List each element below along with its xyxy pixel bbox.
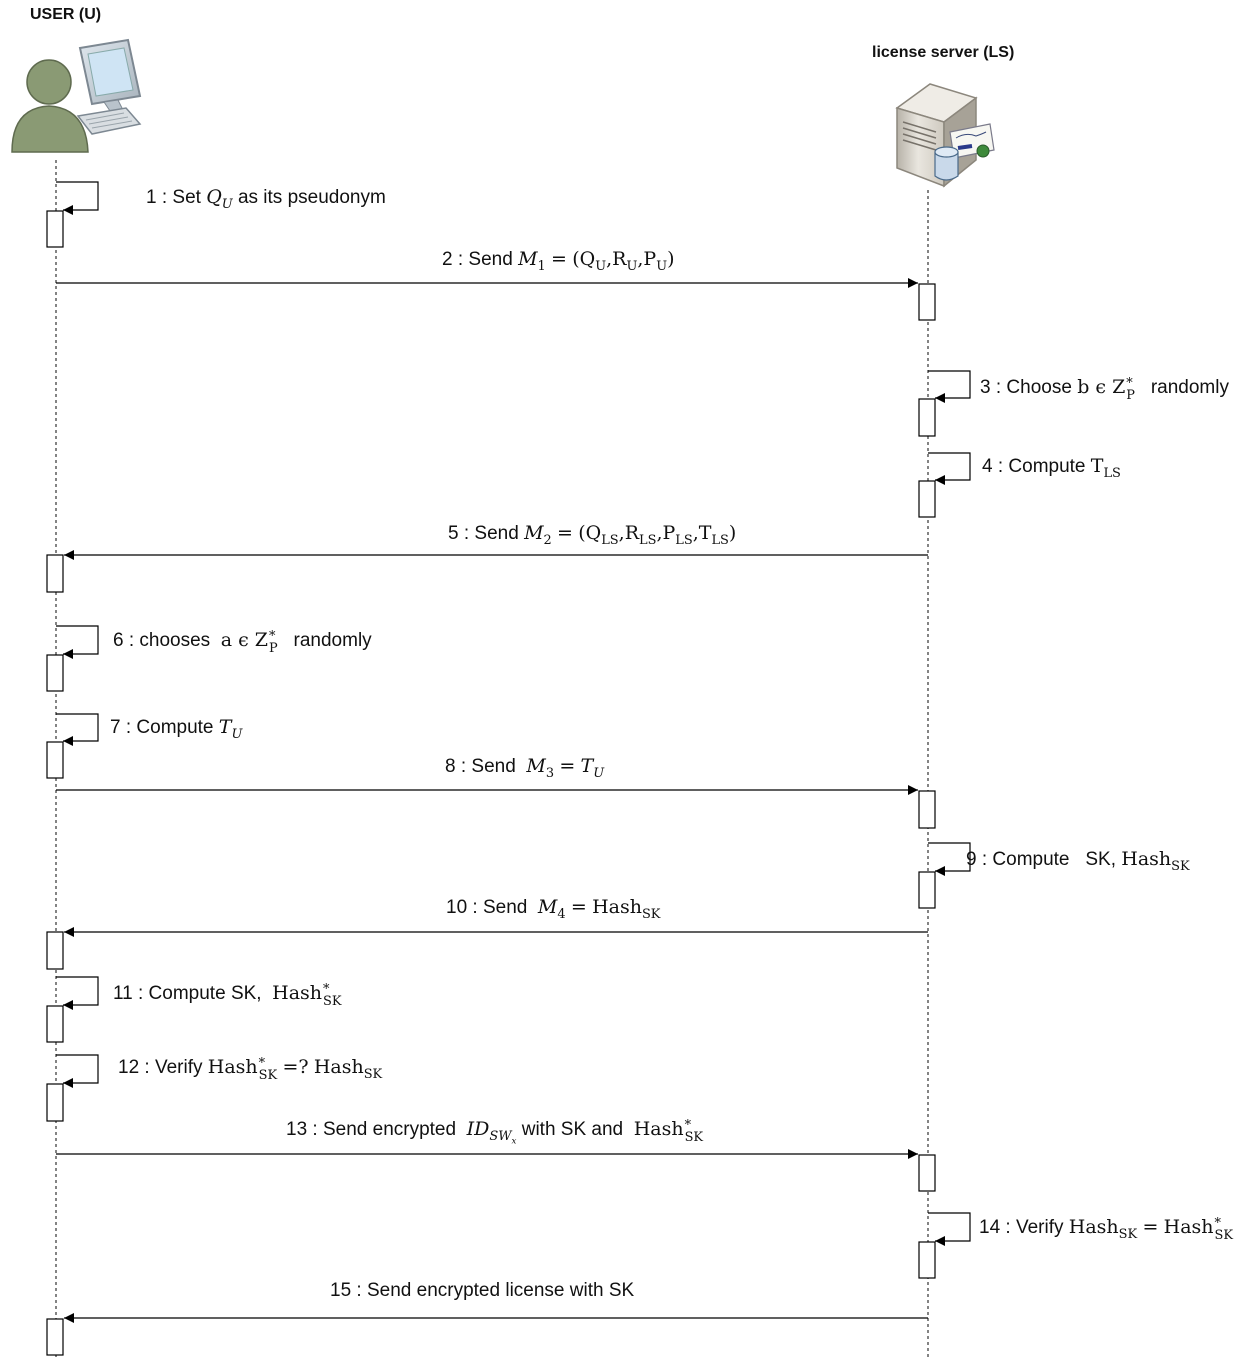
- message-12-label: 12 : Verify Hash*SK =? HashSK: [118, 1056, 382, 1080]
- server-activation: [919, 399, 935, 436]
- self-message-7-arrow: [56, 714, 98, 741]
- message-6-label: 6 : chooses a ϵ Z*P randomly: [113, 629, 372, 653]
- user-activation: [47, 655, 63, 691]
- user-activation: [47, 932, 63, 969]
- self-message-12-arrow: [56, 1055, 98, 1083]
- self-message-6-arrow: [56, 626, 98, 654]
- message-5-label: 5 : Send M2 = (QLS,RLS,PLS,TLS): [448, 522, 736, 545]
- self-message-9-arrow: [928, 843, 970, 871]
- server-actor-title: license server (LS): [872, 44, 1014, 62]
- message-9-label: 9 : Compute SK, HashSK: [966, 848, 1190, 871]
- message-10-label: 10 : Send M4 = HashSK: [446, 896, 660, 919]
- server-activation: [919, 872, 935, 908]
- message-3-label: 3 : Choose b ϵ Z*P randomly: [980, 376, 1229, 400]
- message-11-label: 11 : Compute SK, Hash*SK: [113, 982, 342, 1006]
- message-8-label: 8 : Send M3 = TU: [445, 755, 604, 778]
- server-activation: [919, 1242, 935, 1278]
- server-activation: [919, 481, 935, 517]
- user-activation: [47, 1319, 63, 1355]
- self-message-3-arrow: [928, 371, 970, 398]
- user-activation: [47, 1006, 63, 1042]
- message-7-label: 7 : Compute TU: [110, 716, 242, 739]
- user-activation: [47, 1084, 63, 1121]
- message-2-label: 2 : Send M1 = (QU,RU,PU): [442, 248, 675, 271]
- server-activation: [919, 1155, 935, 1191]
- self-message-1-arrow: [56, 182, 98, 210]
- message-4-label: 4 : Compute TLS: [982, 455, 1121, 478]
- user-actor-title: USER (U): [30, 6, 101, 24]
- user-computer-icon: [12, 40, 140, 152]
- self-message-14-arrow: [928, 1213, 970, 1241]
- self-message-11-arrow: [56, 977, 98, 1005]
- message-15-label: 15 : Send encrypted license with SK: [330, 1280, 634, 1302]
- message-13-label: 13 : Send encrypted IDSWx with SK and Ha…: [286, 1118, 703, 1142]
- self-message-4-arrow: [928, 453, 970, 480]
- user-activation: [47, 742, 63, 778]
- message-14-label: 14 : Verify HashSK = Hash*SK: [979, 1216, 1233, 1240]
- message-1-label: 1 : Set QU as its pseudonym: [146, 186, 386, 209]
- user-activation: [47, 555, 63, 592]
- server-activation: [919, 284, 935, 320]
- server-certificate-icon: [897, 84, 994, 186]
- user-activation: [47, 211, 63, 247]
- server-activation: [919, 791, 935, 828]
